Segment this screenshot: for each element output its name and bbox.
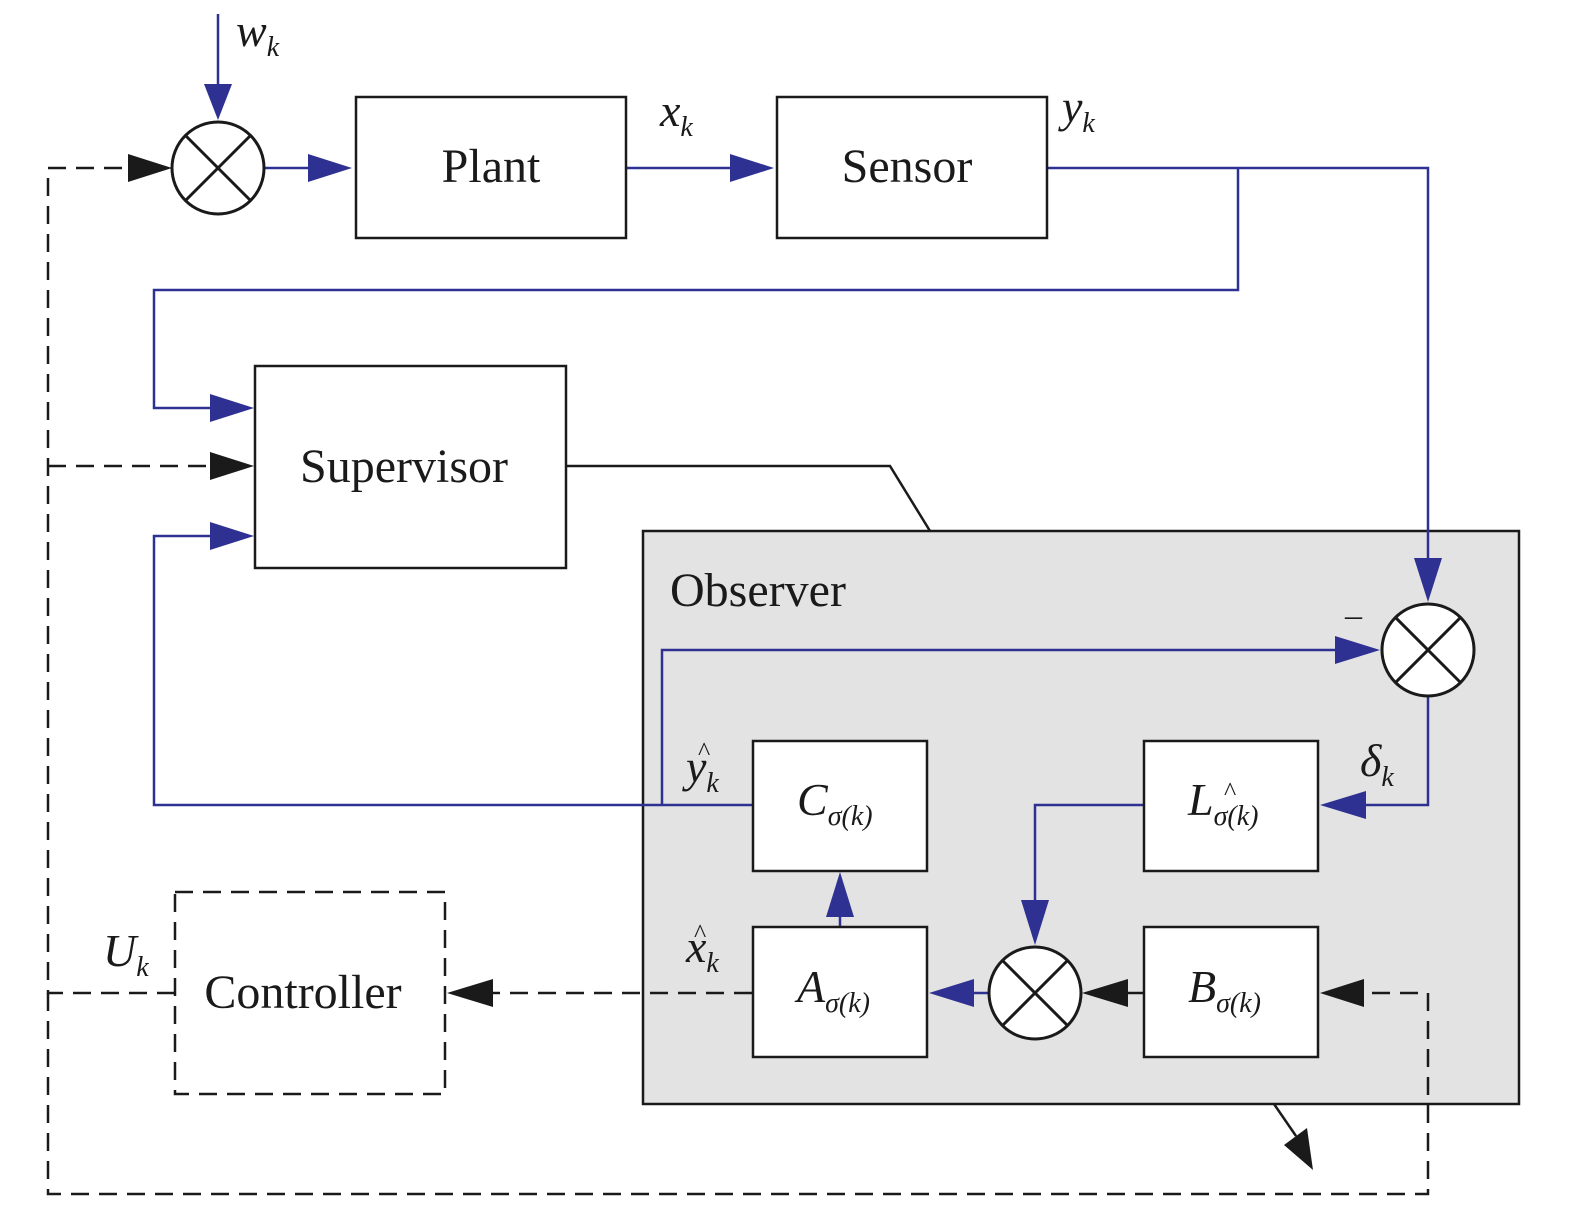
control-to-sum-arrowhead	[128, 154, 172, 182]
u-label: Uk	[103, 925, 149, 983]
y-hat-label: yk	[682, 741, 719, 799]
error-summing-junction	[1380, 602, 1476, 698]
plant-block: Plant	[354, 95, 628, 240]
delta-label: δk	[1360, 735, 1394, 793]
supervisor-block: Supervisor	[253, 364, 568, 570]
x-label: xk	[659, 85, 693, 143]
xhat-to-controller-arrowhead	[447, 979, 493, 1007]
l-matrix-hat: ^	[1224, 777, 1236, 806]
yhat-to-supervisor-arrowhead	[210, 522, 254, 550]
supervisor-label: Supervisor	[300, 440, 508, 493]
minus-sign: –	[1344, 597, 1363, 634]
c-matrix-block: Cσ(k)	[751, 739, 929, 873]
delta-wire	[1356, 696, 1430, 807]
l-to-sum-arrowhead	[1021, 900, 1049, 945]
x-hat-label: xk	[685, 921, 719, 979]
controller-block: Controller	[173, 890, 447, 1096]
plant-label: Plant	[442, 140, 541, 193]
l-matrix-label: Lσ(k)	[1187, 774, 1258, 832]
y-hat-hat: ^	[698, 737, 710, 766]
control-to-b-arrowhead	[1320, 979, 1364, 1007]
state-summing-junction	[987, 945, 1083, 1041]
sensor-to-observer-sum-arrowhead	[1414, 558, 1442, 602]
b-matrix-label: Bσ(k)	[1188, 961, 1261, 1019]
a-matrix-label: Aσ(k)	[794, 961, 870, 1019]
sum-to-plant-arrowhead	[308, 154, 352, 182]
control-to-supervisor-arrowhead	[210, 452, 254, 480]
control-to-b-wire	[46, 991, 1430, 1196]
yhat-to-observer-sum-wire	[660, 648, 1345, 805]
sum-to-a-arrowhead	[929, 979, 974, 1007]
observer-output-wire	[1272, 1103, 1298, 1137]
delta-arrowhead	[1320, 791, 1366, 819]
plant-to-sensor-arrowhead	[730, 154, 774, 182]
b-matrix-block: Bσ(k)	[1142, 925, 1320, 1059]
w-label: wk	[236, 5, 280, 63]
b-to-sum-arrowhead	[1082, 979, 1128, 1007]
sensor-output-wire	[1047, 166, 1430, 570]
yhat-to-supervisor-wire	[152, 534, 752, 807]
sensor-to-supervisor-wire	[152, 168, 1240, 410]
l-to-sum-wire	[1033, 803, 1144, 908]
x-hat-hat: ^	[694, 919, 706, 948]
input-summing-junction	[170, 120, 266, 216]
a-to-c-arrowhead	[826, 872, 854, 917]
controller-label: Controller	[204, 966, 401, 1019]
sensor-to-supervisor-arrowhead	[210, 394, 254, 422]
control-bus-wire	[46, 166, 175, 995]
supervisor-to-observer-wire	[566, 464, 932, 532]
y-label: yk	[1058, 81, 1095, 139]
observer-output-arrowhead	[1284, 1128, 1313, 1170]
observer-label: Observer	[670, 564, 846, 617]
c-matrix-label: Cσ(k)	[797, 774, 873, 832]
disturbance-arrowhead	[204, 84, 232, 120]
sensor-label: Sensor	[842, 140, 973, 193]
sensor-block: Sensor	[775, 95, 1049, 240]
l-matrix-block: ^ Lσ(k)	[1142, 739, 1320, 873]
yhat-to-observer-sum-arrowhead	[1335, 636, 1380, 664]
a-matrix-block: Aσ(k)	[751, 925, 929, 1059]
